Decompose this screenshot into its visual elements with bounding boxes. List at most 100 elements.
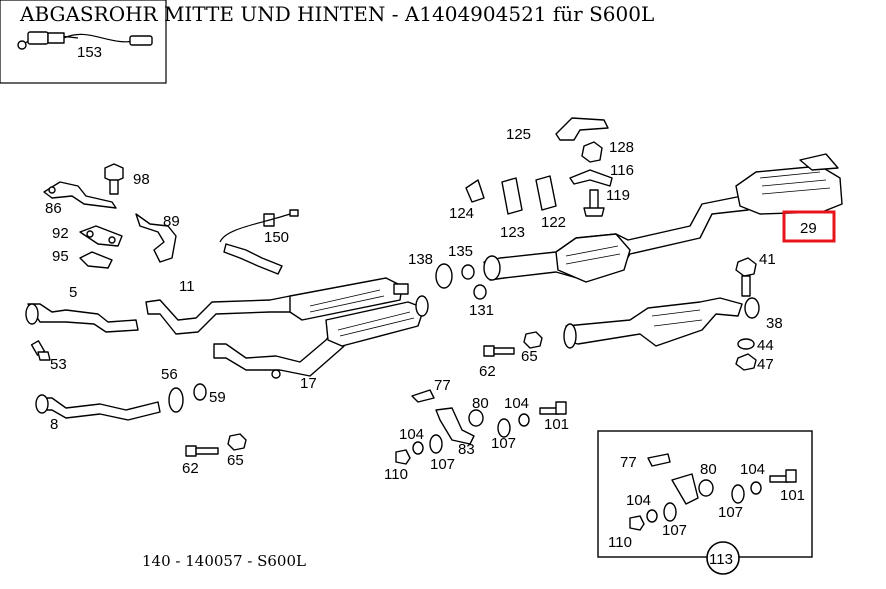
- bracket-77-inset: [647, 453, 671, 467]
- bolt-101-inset: [769, 469, 797, 483]
- bracket-86: [43, 181, 117, 209]
- clamp-131: [473, 284, 487, 300]
- label-124: 124: [449, 205, 474, 222]
- front-pipe-5: [25, 303, 139, 333]
- label-104b-center: 104: [399, 426, 424, 443]
- oxygen-sensor-150: [219, 209, 299, 275]
- bushing-107a-center: [497, 418, 511, 438]
- clamp-135: [461, 264, 475, 280]
- clamp-38: [744, 297, 760, 319]
- inset-box-153: [0, 0, 167, 84]
- oxygen-sensor-153: [17, 31, 153, 50]
- washer-104a-center: [518, 413, 530, 427]
- washer-44: [737, 338, 755, 350]
- label-101-inset: 101: [780, 487, 805, 504]
- model-caption: 140 - 140057 - S600L: [142, 552, 306, 570]
- catalyst-pipe-right: [563, 297, 743, 349]
- bushing-80-center: [468, 409, 484, 427]
- bolt-53: [30, 340, 51, 361]
- label-77-inset: 77: [620, 454, 637, 471]
- label-110-center: 110: [384, 466, 408, 483]
- label-104a-center: 104: [504, 395, 529, 412]
- bushing-107b-inset: [663, 502, 677, 522]
- gasket-56: [168, 387, 184, 413]
- washer-104b-center: [412, 441, 424, 455]
- bracket-124: [465, 179, 485, 203]
- label-98: 98: [133, 171, 150, 188]
- bracket-83: [435, 407, 475, 445]
- washer-104b-inset: [646, 509, 658, 523]
- inset-box-113: [597, 430, 813, 558]
- label-53: 53: [50, 356, 67, 373]
- label-135: 135: [448, 243, 473, 260]
- label-107b-center: 107: [430, 456, 455, 473]
- bolt-98: [104, 163, 124, 195]
- label-150: 150: [264, 229, 289, 246]
- rear-pipe-with-muffler: [483, 153, 843, 283]
- label-107a-center: 107: [491, 435, 516, 452]
- label-110-inset: 110: [608, 534, 632, 551]
- label-62-center: 62: [479, 363, 496, 380]
- label-80-inset: 80: [700, 461, 717, 478]
- label-29: 29: [800, 220, 817, 237]
- front-pipe-8: [35, 394, 161, 421]
- clamp-59: [193, 383, 207, 401]
- nut-110-inset: [629, 515, 645, 531]
- label-65-left: 65: [227, 452, 244, 469]
- pipe-assembly-17: [213, 295, 429, 379]
- label-11: 11: [179, 278, 195, 295]
- label-107d-inset: 107: [662, 522, 687, 539]
- label-62-left: 62: [182, 460, 199, 477]
- plate-92: [79, 225, 123, 247]
- rubber-mount-123: [501, 177, 523, 215]
- label-92: 92: [52, 225, 69, 242]
- label-116: 116: [610, 162, 634, 179]
- bushing-80-inset: [698, 479, 714, 497]
- nut-47: [735, 353, 757, 371]
- label-59: 59: [209, 389, 226, 406]
- label-17: 17: [300, 375, 317, 392]
- label-107c-inset: 107: [718, 504, 743, 521]
- bracket-inset: [671, 473, 699, 505]
- label-38: 38: [766, 315, 783, 332]
- hanger-125: [555, 117, 609, 141]
- bushing-107a-inset: [731, 484, 745, 504]
- label-5: 5: [69, 284, 77, 301]
- label-123: 123: [500, 224, 525, 241]
- gasket-138: [435, 263, 453, 289]
- label-56: 56: [161, 366, 178, 383]
- label-77-center: 77: [434, 377, 451, 394]
- label-95: 95: [52, 248, 69, 265]
- label-8: 8: [50, 416, 58, 433]
- page-title: ABGASROHR MITTE UND HINTEN - A1404904521…: [20, 2, 655, 26]
- label-80-center: 80: [472, 395, 489, 412]
- nut-110-center: [395, 449, 411, 465]
- nut-65-left: [227, 433, 247, 451]
- label-125: 125: [506, 126, 531, 143]
- label-128: 128: [609, 139, 634, 156]
- bolt-119: [583, 189, 605, 217]
- label-138: 138: [408, 251, 433, 268]
- bracket-116: [569, 169, 613, 187]
- highlight-box-29: [782, 210, 836, 243]
- nut-128: [581, 141, 603, 163]
- pipe-assembly-11: [145, 277, 409, 335]
- label-131: 131: [469, 302, 494, 319]
- bracket-89: [135, 213, 177, 263]
- label-89: 89: [163, 213, 180, 230]
- bolt-62-center: [483, 345, 515, 357]
- bushing-107b-center: [429, 434, 443, 454]
- label-86: 86: [45, 200, 62, 217]
- bolt-62-left: [185, 445, 219, 457]
- label-44: 44: [757, 337, 774, 354]
- label-104d-inset: 104: [626, 492, 651, 509]
- bolt-41: [735, 257, 757, 297]
- callout-circle-113: [706, 541, 740, 575]
- label-83: 83: [458, 441, 475, 458]
- label-41: 41: [759, 251, 776, 268]
- clamp-95: [79, 251, 113, 269]
- nut-65-center: [523, 331, 543, 349]
- bracket-77-center: [411, 389, 435, 403]
